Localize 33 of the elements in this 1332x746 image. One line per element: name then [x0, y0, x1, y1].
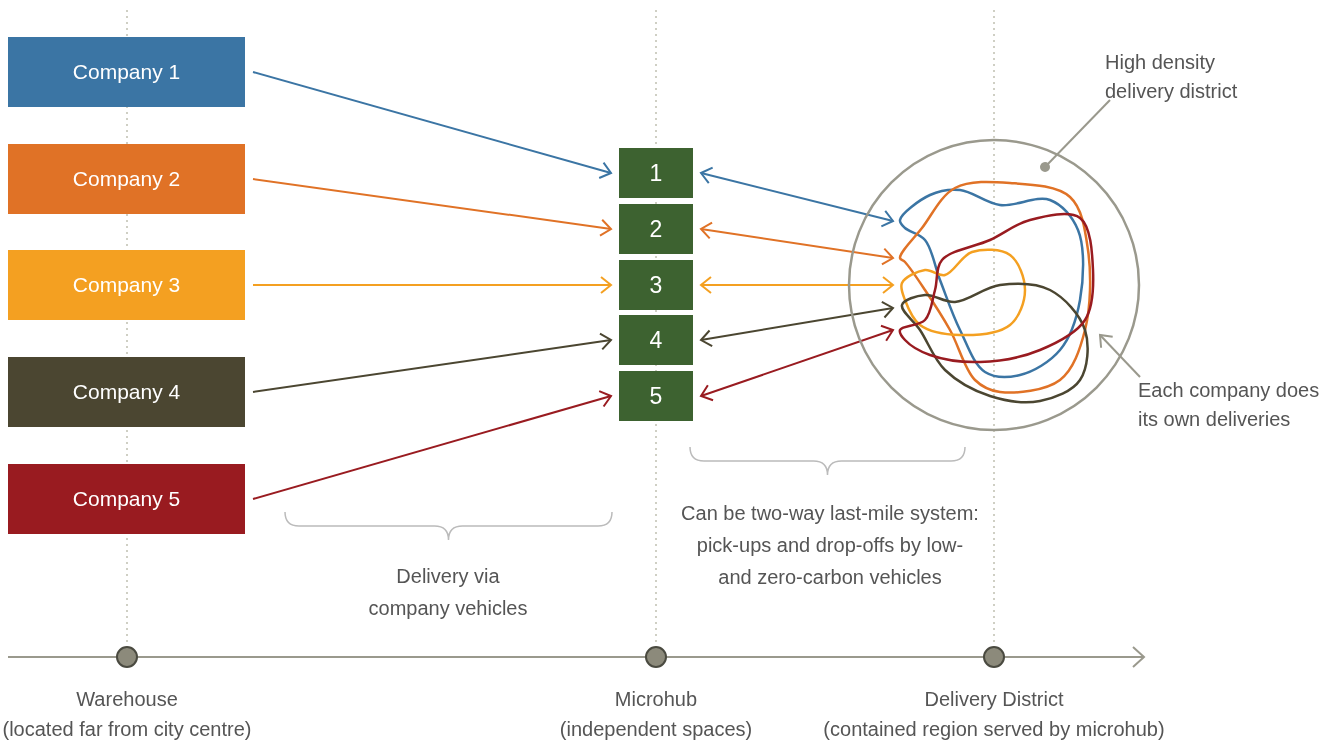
stage-name: Delivery District: [923, 687, 1065, 712]
microhub-box: 5: [619, 371, 693, 421]
arrow: [700, 300, 894, 348]
note-text: Delivery via company vehicles: [367, 564, 529, 621]
stage-description: (contained region served by microhub): [822, 717, 1166, 742]
note-text: Can be two-way last-mile system: pick-ups and drop-offs by low- and zero-carbon vehicles: [680, 501, 980, 590]
microhub-box: 4: [619, 315, 693, 365]
arrow: [252, 178, 612, 237]
company-box: Company 1: [8, 37, 245, 107]
microhub-box: 3: [619, 260, 693, 310]
company-box: Company 4: [8, 357, 245, 427]
arrow: [700, 221, 894, 266]
arrow: [700, 166, 894, 228]
annotation-text: High density delivery district: [1105, 44, 1275, 110]
district-drawing: [847, 138, 1141, 432]
arrow: [252, 390, 612, 500]
company-box: Company 2: [8, 144, 245, 214]
arrow: [1099, 334, 1141, 378]
stage-description: (located far from city centre): [1, 717, 253, 742]
microhub-box: 2: [619, 204, 693, 254]
arrow: [252, 71, 612, 179]
company-box: Company 3: [8, 250, 245, 320]
arrow: [700, 276, 894, 294]
stage-name: Microhub: [613, 687, 699, 712]
company-box: Company 5: [8, 464, 245, 534]
arrow: [252, 276, 612, 294]
arrow: [252, 332, 612, 393]
stage-name: Warehouse: [75, 687, 179, 712]
arrow: [700, 324, 894, 402]
annotation-text: Each company does its own deliveries: [1138, 372, 1323, 438]
stage-description: (independent spaces): [558, 717, 754, 742]
microhub-box: 1: [619, 148, 693, 198]
leader-line: [1040, 99, 1111, 172]
